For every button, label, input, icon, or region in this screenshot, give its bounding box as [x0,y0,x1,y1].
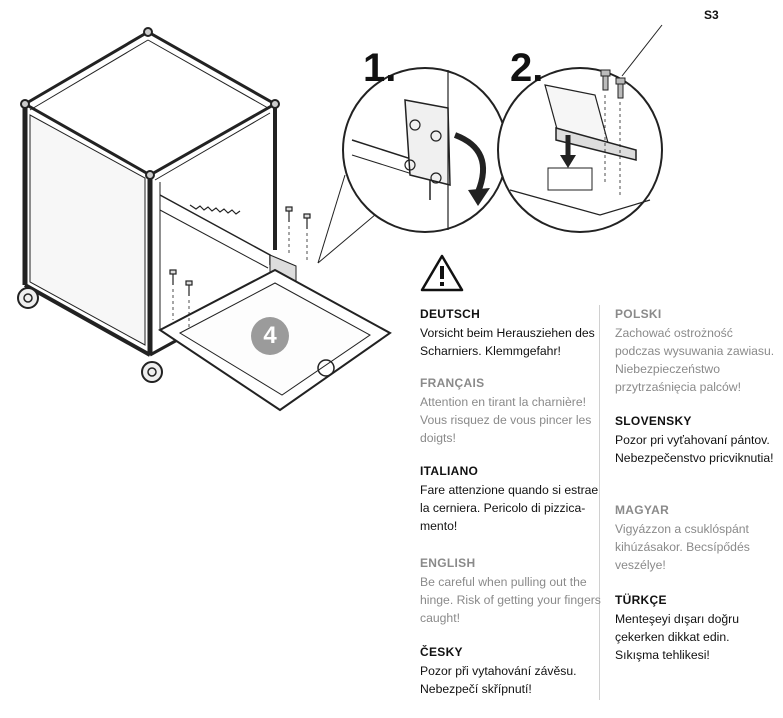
cabinet-frame [17,27,396,412]
warning-lang: ČESKY [420,645,463,659]
warning-text: Pozor pri vyťahovaní pántov. Nebezpečens… [615,433,774,465]
warning-text: Zachować ostrożność podczas wysuwania za… [615,326,775,394]
warning-lang: DEUTSCH [420,307,481,321]
sheet-code: S3 [704,8,719,22]
warning-text: Be careful when pulling out the hinge. R… [420,575,601,625]
warning-lang: ITALIANO [420,464,479,478]
warning-icon [420,254,464,292]
warning-text: Pozor při vytahování závěsu. Nebezpečí s… [420,664,577,696]
warning-text: Fare attenzione quando si estrae la cern… [420,483,599,533]
warning-en: ENGLISH Be careful when pulling out the … [420,556,610,627]
step-badge-number: 4 [263,322,277,349]
warning-de: DEUTSCH Vorsicht beim Herausziehen des S… [420,307,610,360]
warning-sk: SLOVENSKY Pozor pri vyťahovaní pántov. N… [615,414,775,467]
warning-lang: FRANÇAIS [420,376,485,390]
warning-pl: POLSKI Zachować ostrożność podczas wysuw… [615,307,775,396]
warning-text: Vorsicht beim Herausziehen des Scharnier… [420,326,595,358]
warning-hu: MAGYAR Vigyázzon a csuklóspánt kihúzásak… [615,503,775,574]
detail-view-1 [342,67,508,233]
warning-lang: TÜRKÇE [615,593,667,607]
step-badge [251,317,289,355]
warning-lang: MAGYAR [615,503,670,517]
detail-view-2 [497,24,663,233]
warning-lang: POLSKI [615,307,662,321]
warning-lang: SLOVENSKY [615,414,692,428]
warning-it: ITALIANO Fare attenzione quando si estra… [420,464,610,535]
warning-text: Attention en tirant la charnière! Vous r… [420,395,592,445]
warning-lang: ENGLISH [420,556,476,570]
warning-fr: FRANÇAIS Attention en tirant la charnièr… [420,376,610,447]
warning-tr: TÜRKÇE Menteşeyi dışarı doğru çekerken d… [615,593,775,664]
column-divider [599,305,600,700]
warning-text: Menteşeyi dışarı doğru çekerken dikkat e… [615,612,739,662]
step-1-label: 1. [363,46,397,90]
warning-cs: ČESKY Pozor při vytahování závěsu. Nebez… [420,645,610,698]
warning-text: Vigyázzon a csuklóspánt kihúzásakor. Bec… [615,522,750,572]
step-2-label: 2. [510,46,544,90]
